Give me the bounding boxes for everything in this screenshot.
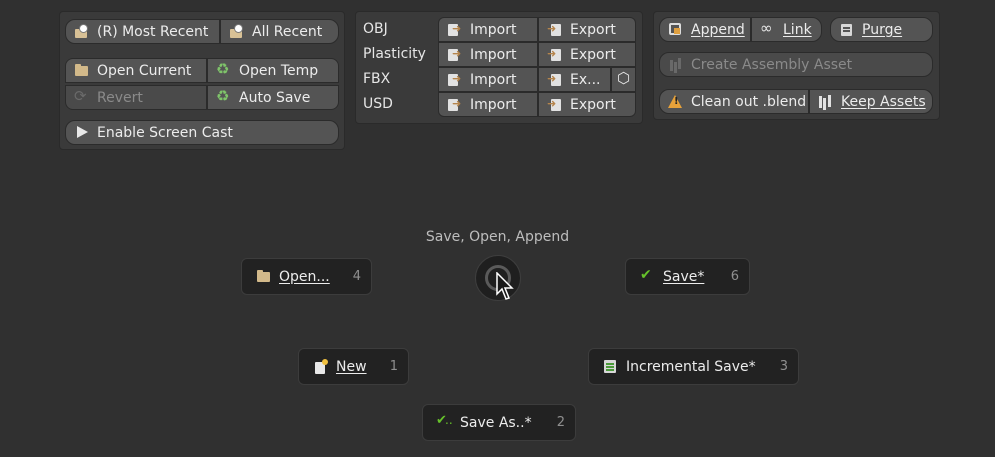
format-label-usd: USD [363, 96, 393, 112]
warning-icon [668, 94, 683, 109]
plasticity-export-label: Export [570, 46, 616, 63]
keep-assets-button[interactable]: Keep Assets [809, 89, 933, 114]
asset-icon [668, 57, 683, 72]
pie-open-label: Open... [279, 268, 330, 285]
export-icon [547, 47, 562, 62]
plasticity-import-label: Import [470, 46, 517, 63]
recent-folder-icon [229, 24, 244, 39]
auto-save-button[interactable]: Auto Save [207, 85, 339, 110]
save-as-check-icon [436, 413, 453, 430]
pie-incremental-hotkey: 3 [779, 359, 788, 374]
mouse-cursor-icon [496, 272, 514, 300]
cube-icon [616, 69, 631, 87]
open-temp-label: Open Temp [239, 62, 319, 79]
pie-new-label: New [336, 358, 367, 375]
keep-assets-label: Keep Assets [841, 93, 926, 110]
screen-cast-label: Enable Screen Cast [97, 124, 233, 141]
obj-import-label: Import [470, 21, 517, 38]
all-recent-button[interactable]: All Recent [220, 19, 339, 44]
pie-open-hotkey: 4 [352, 269, 361, 284]
export-icon [547, 22, 562, 37]
keep-assets-icon [818, 94, 833, 109]
pie-incremental-save-button[interactable]: Incremental Save* 3 [588, 348, 799, 385]
pie-new-hotkey: 1 [389, 359, 398, 374]
play-icon [74, 125, 89, 140]
purge-button[interactable]: Purge [830, 17, 933, 42]
folder-icon [256, 269, 271, 284]
usd-import-button[interactable]: Import [438, 92, 538, 117]
revert-label: Revert [97, 89, 143, 106]
clean-out-label: Clean out .blend [691, 93, 807, 110]
recent-panel: (R) Most Recent All Recent Open Current … [59, 11, 345, 150]
auto-save-icon [216, 87, 231, 105]
format-label-plasticity: Plasticity [363, 46, 426, 62]
import-icon [447, 72, 462, 87]
recent-folder-icon [74, 24, 89, 39]
revert-icon [74, 87, 89, 105]
fbx-import-label: Import [470, 71, 517, 88]
link-icon [760, 19, 775, 37]
clean-out-blend-button[interactable]: Clean out .blend [659, 89, 809, 114]
pie-save-button[interactable]: Save* 6 [625, 258, 750, 295]
format-label-fbx: FBX [363, 71, 391, 87]
format-label-obj: OBJ [363, 21, 388, 37]
plasticity-import-button[interactable]: Import [438, 42, 538, 67]
pie-menu-title: Save, Open, Append [425, 229, 570, 245]
pie-save-as-hotkey: 2 [556, 415, 565, 430]
usd-import-label: Import [470, 96, 517, 113]
fbx-options-button[interactable] [611, 67, 636, 92]
pie-save-label: Save* [663, 268, 705, 285]
fbx-export-button[interactable]: Ex... [538, 67, 611, 92]
pie-open-button[interactable]: Open... 4 [241, 258, 372, 295]
incremental-save-icon [603, 359, 618, 374]
checkmark-icon [640, 267, 655, 284]
new-file-icon [313, 359, 328, 374]
plasticity-export-button[interactable]: Export [538, 42, 636, 67]
open-current-label: Open Current [97, 62, 192, 79]
fbx-export-label: Ex... [570, 71, 601, 88]
folder-icon [74, 63, 89, 78]
obj-export-button[interactable]: Export [538, 17, 636, 42]
link-label: Link [783, 21, 812, 38]
purge-icon [839, 22, 854, 37]
append-button[interactable]: Append [659, 17, 751, 42]
create-assembly-asset-button[interactable]: Create Assembly Asset [659, 52, 933, 77]
link-button[interactable]: Link [751, 17, 822, 42]
import-icon [447, 47, 462, 62]
usd-export-button[interactable]: Export [538, 92, 636, 117]
most-recent-label: (R) Most Recent [97, 23, 209, 40]
open-current-button[interactable]: Open Current [65, 58, 207, 83]
pie-incremental-label: Incremental Save* [626, 358, 756, 375]
obj-import-button[interactable]: Import [438, 17, 538, 42]
most-recent-button[interactable]: (R) Most Recent [65, 19, 220, 44]
pie-save-as-button[interactable]: Save As..* 2 [422, 404, 576, 441]
import-icon [447, 22, 462, 37]
export-icon [547, 72, 562, 87]
pie-save-as-label: Save As..* [460, 414, 532, 431]
auto-save-label: Auto Save [239, 89, 311, 106]
append-icon [668, 22, 683, 37]
pie-save-hotkey: 6 [730, 269, 739, 284]
recycle-icon [216, 60, 231, 78]
obj-export-label: Export [570, 21, 616, 38]
purge-label: Purge [862, 21, 903, 38]
enable-screen-cast-button[interactable]: Enable Screen Cast [65, 120, 339, 145]
import-export-panel: OBJ Import Export Plasticity Import Expo… [355, 11, 643, 124]
revert-button[interactable]: Revert [65, 85, 207, 110]
all-recent-label: All Recent [252, 23, 323, 40]
import-icon [447, 97, 462, 112]
append-label: Append [691, 21, 745, 38]
library-panel: Append Link Purge Create Assembly Asset … [653, 11, 940, 120]
pie-new-button[interactable]: New 1 [298, 348, 409, 385]
export-icon [547, 97, 562, 112]
usd-export-label: Export [570, 96, 616, 113]
fbx-import-button[interactable]: Import [438, 67, 538, 92]
open-temp-button[interactable]: Open Temp [207, 58, 339, 83]
create-asset-label: Create Assembly Asset [691, 56, 853, 73]
